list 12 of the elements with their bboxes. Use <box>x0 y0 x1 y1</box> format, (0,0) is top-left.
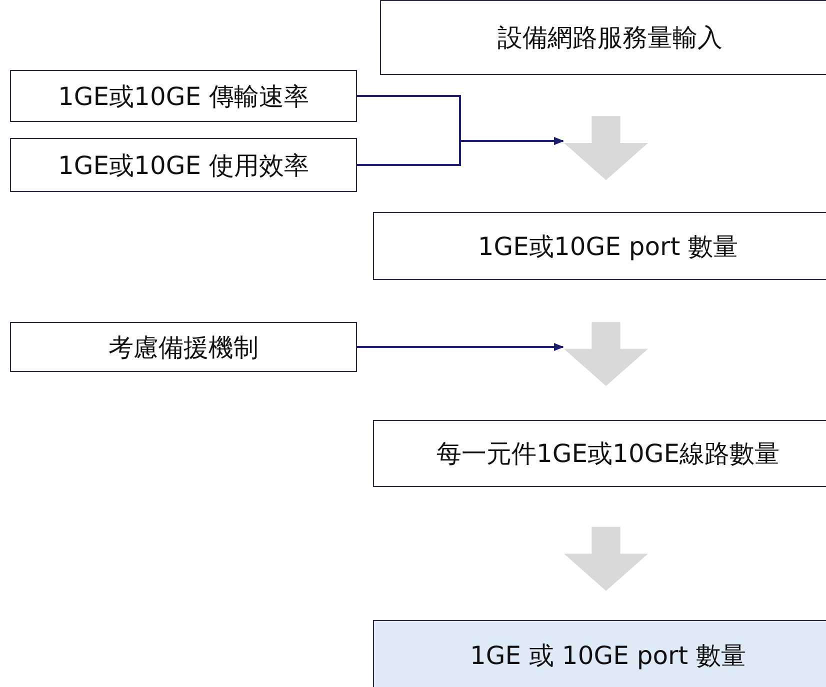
process-box: 設備網路服務量輸入 <box>380 0 826 75</box>
process-box: 1GE或10GE 傳輸速率 <box>10 70 357 122</box>
process-box: 考慮備援機制 <box>10 322 357 372</box>
arrow <box>357 137 564 166</box>
block-arrow <box>564 526 648 591</box>
block-arrow <box>564 116 648 180</box>
block-arrow <box>564 322 648 386</box>
process-box: 每一元件1GE或10GE線路數量 <box>373 420 826 487</box>
arrow <box>357 343 564 351</box>
process-box: 1GE 或 10GE port 數量 <box>373 620 826 687</box>
process-box: 1GE或10GE port 數量 <box>373 212 826 280</box>
process-box: 1GE或10GE 使用效率 <box>10 138 357 192</box>
